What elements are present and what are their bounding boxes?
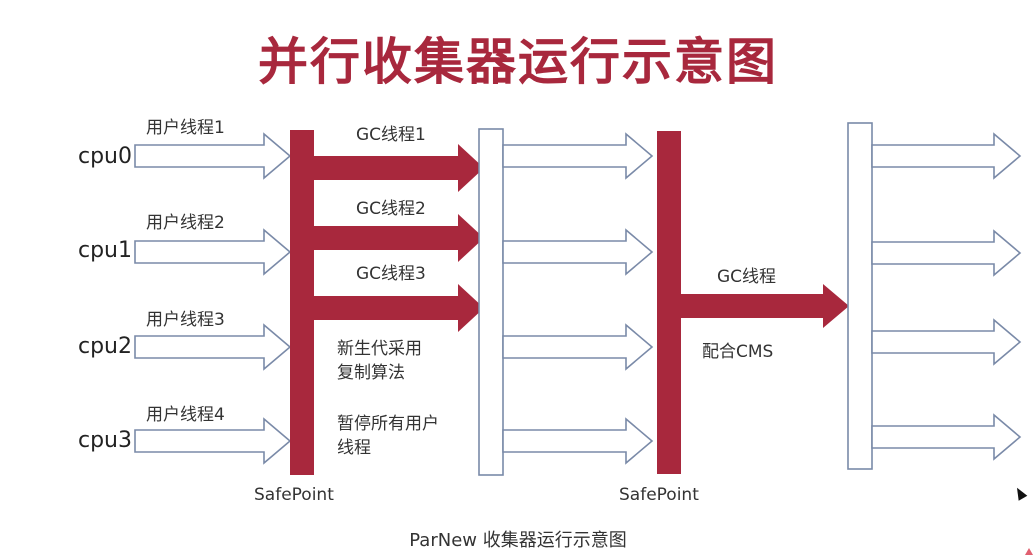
gc-thread-label: GC线程1 (356, 125, 426, 145)
cpu-label: cpu1 (78, 238, 133, 263)
user-thread-arrow (502, 417, 654, 465)
user-thread-arrow (871, 413, 1022, 461)
note-line: 暂停所有用户 (337, 414, 439, 434)
gc-thread-arrow (314, 144, 484, 192)
gc-thread-label: GC线程2 (356, 199, 426, 219)
gc-thread-label: GC线程3 (356, 264, 426, 284)
user-thread-arrow (134, 228, 292, 276)
user-thread-label: 用户线程3 (146, 310, 225, 330)
user-thread-arrow (134, 323, 292, 371)
user-thread-arrow (134, 417, 292, 465)
cpu-label: cpu0 (78, 144, 133, 169)
diagram-caption: ParNew 收集器运行示意图 (409, 530, 627, 551)
cpu-label: cpu2 (78, 334, 133, 359)
user-thread-arrow (502, 132, 654, 180)
young-gen-note: 新生代采用 复制算法 (337, 337, 422, 385)
cpu-label: cpu3 (78, 428, 133, 453)
safepoint-bar (290, 130, 314, 475)
gc-thread-arrow (314, 284, 484, 332)
thread-block (847, 122, 873, 470)
thread-block (478, 128, 504, 476)
note-line: 新生代采用 (337, 339, 422, 359)
pause-note: 暂停所有用户 线程 (337, 412, 439, 460)
user-thread-arrow (502, 323, 654, 371)
safepoint-bar (657, 131, 681, 474)
corner-mark-icon (1025, 548, 1033, 555)
user-thread-label: 用户线程1 (146, 118, 225, 138)
gc-thread-arrow (681, 284, 849, 328)
user-thread-label: 用户线程2 (146, 213, 225, 233)
cms-note: 配合CMS (702, 342, 774, 362)
user-thread-label: 用户线程4 (146, 405, 225, 425)
gc-thread-arrow (314, 214, 484, 262)
user-thread-arrow (871, 229, 1022, 277)
note-line: 复制算法 (337, 363, 405, 383)
gc-thread-label: GC线程 (717, 267, 777, 287)
note-line: 线程 (337, 438, 371, 458)
safepoint-label: SafePoint (619, 485, 699, 505)
user-thread-arrow (871, 132, 1022, 180)
safepoint-label: SafePoint (254, 485, 334, 505)
user-thread-arrow (502, 228, 654, 276)
user-thread-arrow (871, 318, 1022, 366)
user-thread-arrow (134, 132, 292, 180)
diagram-title: 并行收集器运行示意图 (258, 33, 778, 91)
